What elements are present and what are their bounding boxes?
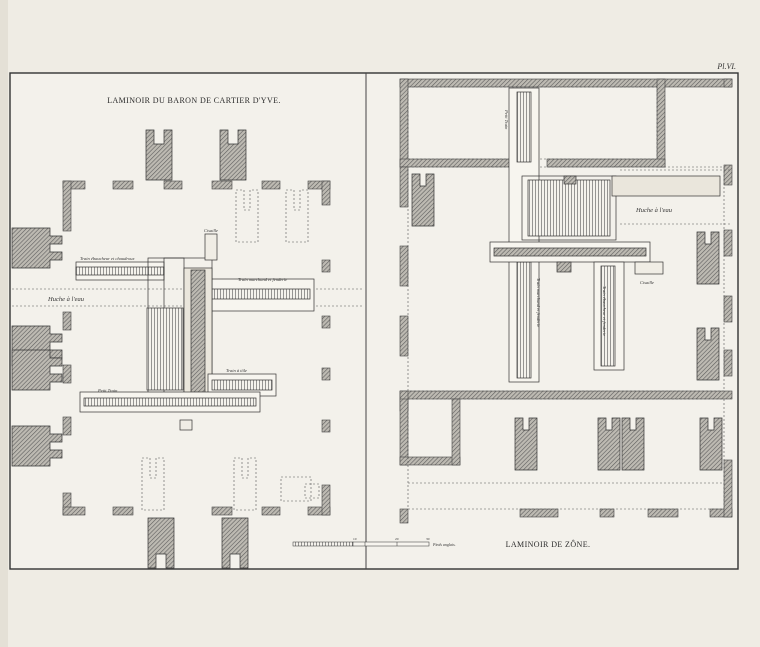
label-petit-train-left: Petit Train xyxy=(97,388,118,393)
right-furnaces xyxy=(411,173,723,471)
scale-tick-30: 30 xyxy=(426,537,430,541)
scale-label: Pieds anglais. xyxy=(432,542,456,547)
label-petit-train-right: Petit Train xyxy=(504,109,509,130)
label-train-tole: Train à tôle xyxy=(226,368,247,373)
plate-number: Pl.VI. xyxy=(716,62,736,71)
left-side-furnaces xyxy=(11,227,63,467)
left-plan-walls xyxy=(62,180,331,516)
label-train-ebaucheur-right: Train ébaucheur et fenderie xyxy=(602,286,607,336)
label-huche-left: Huche à l'eau xyxy=(47,296,85,303)
right-plan-walls xyxy=(399,78,733,524)
right-plan-title: LAMINOIR DE ZÔNE. xyxy=(506,539,591,549)
left-rolling-mill xyxy=(75,233,315,431)
plate-frame xyxy=(9,72,739,570)
label-train-marchand-left: Train marchand et fenderie xyxy=(238,277,287,282)
label-train-marchand-right: Train marchand et fenderie xyxy=(536,278,541,327)
left-furnaces-top xyxy=(145,129,247,181)
left-furnaces-bottom xyxy=(147,517,249,569)
scale-bar: 10 20 30 Pieds anglais. xyxy=(292,537,456,547)
right-rolling-mill xyxy=(489,87,721,383)
label-train-ebaucheur-left: Train ébaucheur et chaudroux xyxy=(80,256,134,261)
left-plan-title: LAMINOIR DU BARON DE CARTIER D'YVE. xyxy=(107,96,281,105)
label-cisaille-left: Cisaille xyxy=(204,228,218,233)
scale-tick-20: 20 xyxy=(395,537,399,541)
scale-tick-10: 10 xyxy=(353,537,357,541)
label-huche-right: Huche à l'eau xyxy=(635,207,673,214)
label-cisaille-right: Cisaille xyxy=(640,280,654,285)
